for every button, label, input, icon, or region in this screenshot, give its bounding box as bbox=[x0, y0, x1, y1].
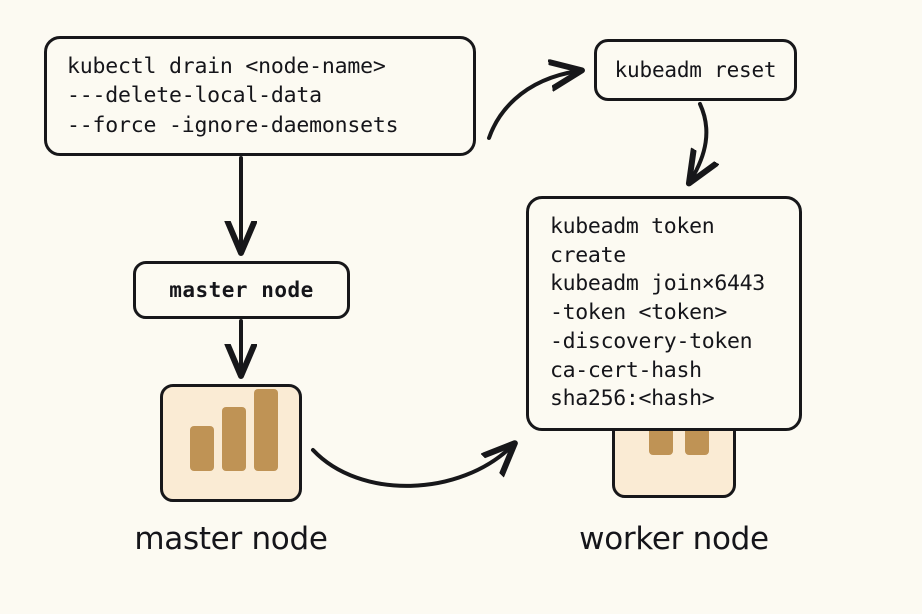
worker-node-label: worker node bbox=[579, 521, 769, 557]
arrow-drain-to-reset bbox=[487, 71, 578, 140]
drain-command-text: kubectl drain <node-name> ---delete-loca… bbox=[67, 54, 399, 138]
arrow-master-to-worker bbox=[311, 446, 512, 488]
master-server-icon bbox=[160, 384, 302, 502]
master-node-label: master node bbox=[134, 521, 328, 557]
master-node-box: master node bbox=[133, 261, 350, 319]
join-command-box: kubeadm token create kubeadm join×6443 -… bbox=[526, 196, 802, 431]
reset-command-box: kubeadm reset bbox=[594, 39, 797, 101]
reset-command-text: kubeadm reset bbox=[614, 57, 777, 82]
master-node-box-text: master node bbox=[169, 277, 314, 302]
drain-command-box: kubectl drain <node-name> ---delete-loca… bbox=[44, 36, 476, 156]
master-bar-3 bbox=[254, 389, 278, 471]
master-bar-2 bbox=[222, 407, 246, 471]
master-bar-1 bbox=[190, 426, 214, 471]
join-command-text: kubeadm token create kubeadm join×6443 -… bbox=[550, 213, 765, 412]
arrow-reset-to-join bbox=[691, 102, 706, 180]
